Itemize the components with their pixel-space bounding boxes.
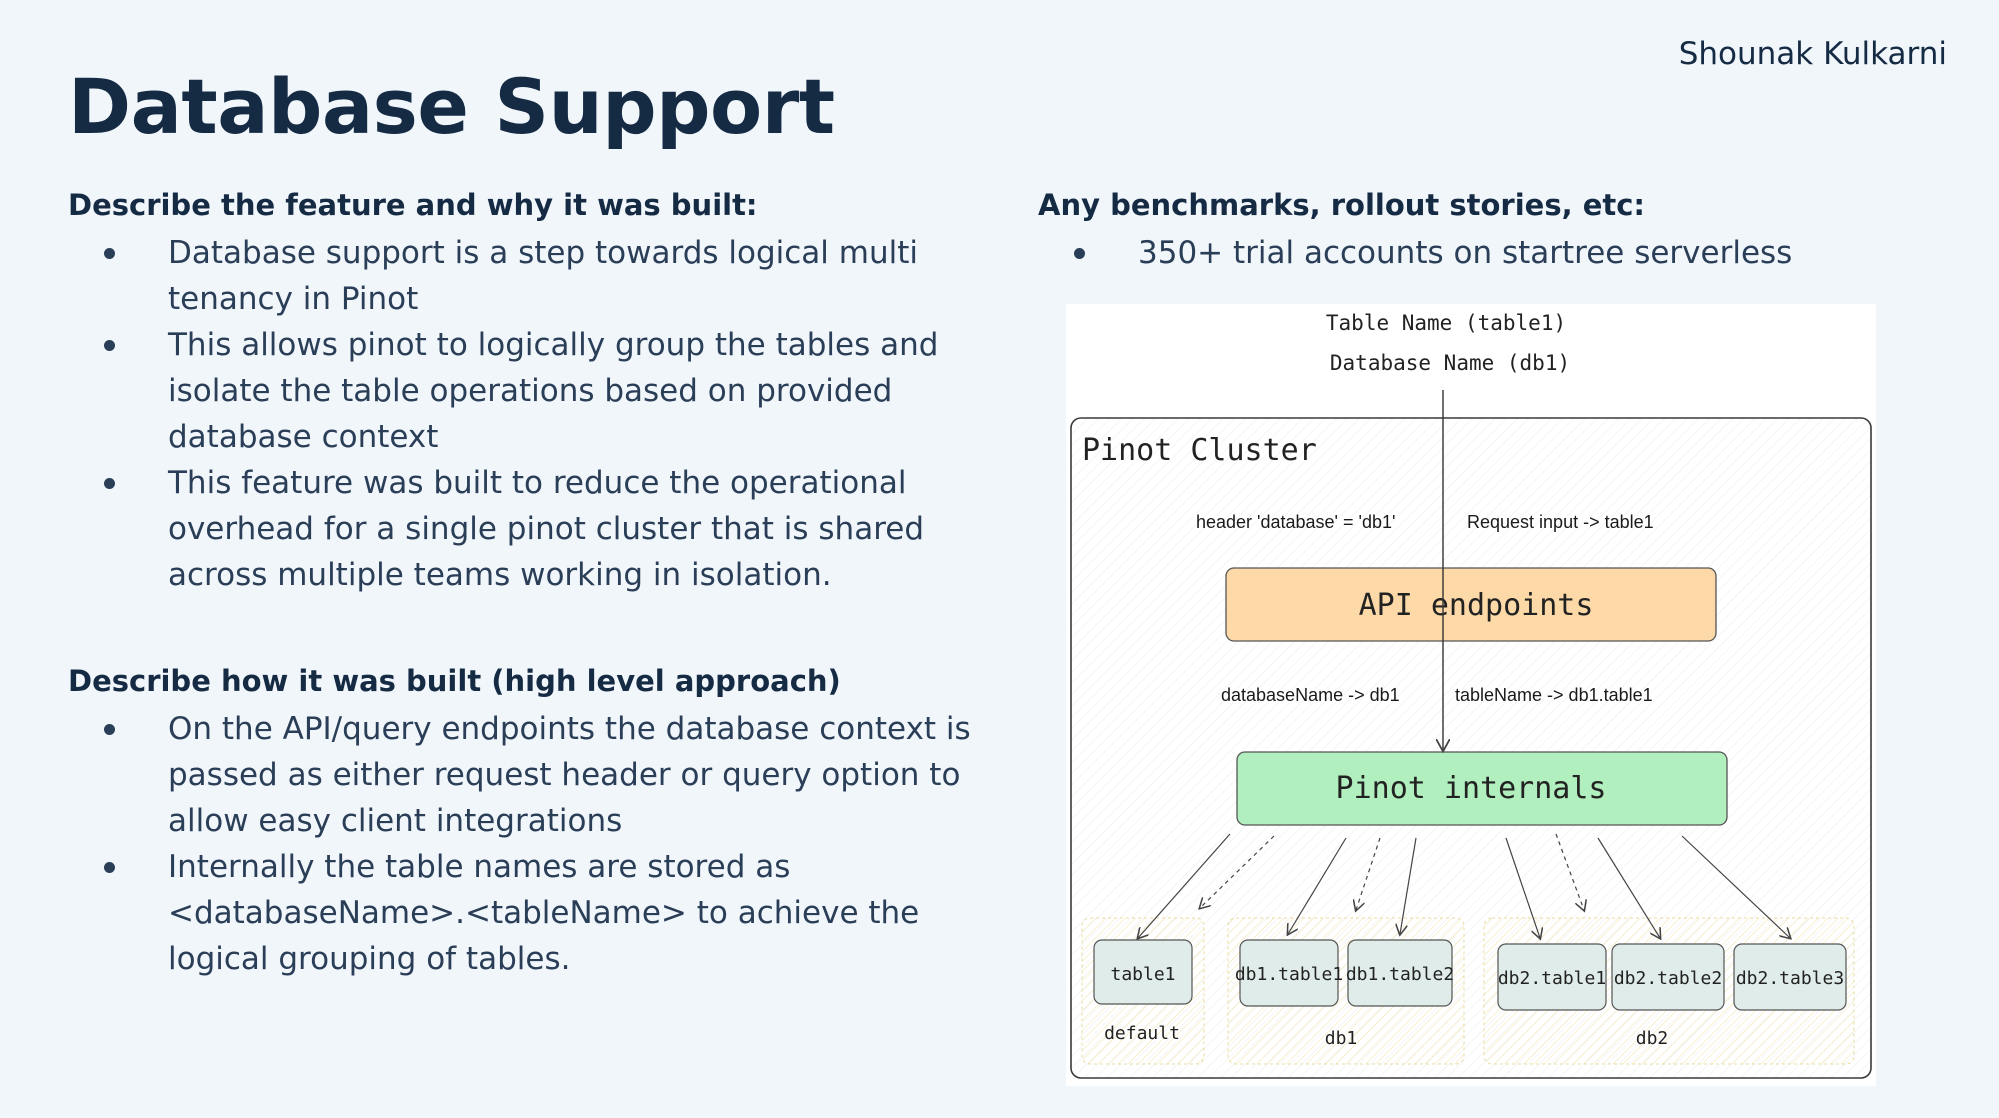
table-box xyxy=(1347,939,1453,1007)
input-table-label: Table Name (table1) xyxy=(1326,311,1566,335)
benchmarks-heading: Any benchmarks, rollout stories, etc: xyxy=(1038,188,1646,222)
approach-bullet: Internally the table names are stored as… xyxy=(68,844,988,982)
feature-heading: Describe the feature and why it was buil… xyxy=(68,188,758,222)
table-label: db1.table2 xyxy=(1346,964,1454,985)
api-endpoints-label: API endpoints xyxy=(1359,588,1594,623)
table-label: table1 xyxy=(1110,964,1175,985)
request-note: Request input -> table1 xyxy=(1467,512,1654,532)
table-box xyxy=(1733,943,1847,1011)
api-endpoints-box xyxy=(1225,567,1717,642)
feature-bullet: This allows pinot to logically group the… xyxy=(68,322,968,460)
feature-bullets: Database support is a step towards logic… xyxy=(68,230,968,598)
input-database-label: Database Name (db1) xyxy=(1330,351,1570,375)
table-label: db2.table2 xyxy=(1614,968,1722,989)
pinot-cluster-label: Pinot Cluster xyxy=(1082,433,1317,468)
header-note: header 'database' = 'db1' xyxy=(1196,512,1395,532)
approach-bullet: On the API/query endpoints the database … xyxy=(68,706,988,844)
table-label: db2.table1 xyxy=(1498,968,1606,989)
table-label: db2.table3 xyxy=(1736,968,1844,989)
routing-arrows xyxy=(1138,833,1790,938)
database-name-note: databaseName -> db1 xyxy=(1221,685,1400,705)
pinot-internals-label: Pinot internals xyxy=(1336,771,1607,806)
feature-bullet: Database support is a step towards logic… xyxy=(68,230,968,322)
group-label-db1: db1 xyxy=(1325,1028,1358,1049)
table-label: db1.table1 xyxy=(1235,964,1343,985)
diagram-svg: Table Name (table1) Database Name (db1) … xyxy=(1070,311,1872,1079)
author-name: Shounak Kulkarni xyxy=(1678,36,1947,72)
benchmarks-bullet: 350+ trial accounts on startree serverle… xyxy=(1038,230,1838,276)
feature-bullet: This feature was built to reduce the ope… xyxy=(68,460,968,598)
approach-bullets: On the API/query endpoints the database … xyxy=(68,706,988,982)
slide-title: Database Support xyxy=(68,62,835,151)
table-box xyxy=(1239,939,1339,1007)
table-box xyxy=(1497,943,1607,1011)
table-box xyxy=(1611,943,1725,1011)
group-label-db2: db2 xyxy=(1636,1028,1669,1049)
benchmarks-bullets: 350+ trial accounts on startree serverle… xyxy=(1038,230,1838,276)
approach-heading: Describe how it was built (high level ap… xyxy=(68,664,841,698)
group-label-default: default xyxy=(1104,1023,1180,1044)
pinot-internals-box xyxy=(1236,751,1728,826)
architecture-diagram: Table Name (table1) Database Name (db1) … xyxy=(1066,304,1876,1086)
table-name-note: tableName -> db1.table1 xyxy=(1455,685,1653,705)
